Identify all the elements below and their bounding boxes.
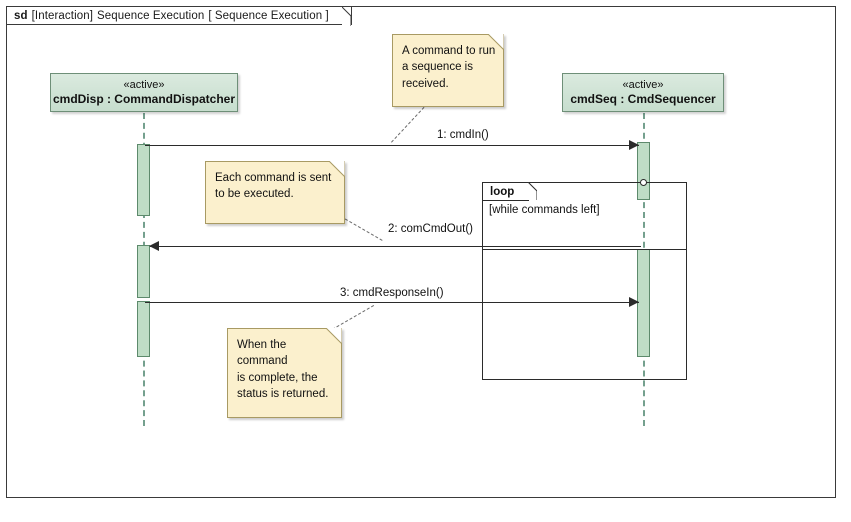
note-status-returned[interactable]: When the command is complete, the status… (227, 328, 342, 418)
activation-bar-cmdDisp-3[interactable] (137, 301, 150, 357)
activation-bar-cmdDisp-1[interactable] (137, 144, 150, 216)
fragment-operator-label: loop (490, 185, 515, 198)
note-fold-icon (326, 328, 342, 344)
lifeline-head-cmdSeq[interactable]: «active» cmdSeq : CmdSequencer (562, 73, 724, 112)
sd-interaction-type: [Interaction] (31, 9, 94, 22)
message-label-1: 1: cmdIn() (437, 129, 489, 141)
note-fold-icon (329, 161, 345, 177)
message-line-2[interactable] (150, 246, 641, 247)
sd-frame-tab: sd [Interaction] Sequence Execution [ Se… (6, 6, 352, 26)
activation-bar-cmdDisp-2[interactable] (137, 245, 150, 298)
fragment-body-divider (482, 249, 687, 250)
sd-frame-name: Sequence Execution (97, 9, 205, 22)
note-command-received[interactable]: A command to run a sequence is received. (392, 34, 504, 107)
message-arrowhead-3 (629, 297, 639, 307)
message-label-2: 2: comCmdOut() (388, 223, 473, 235)
sd-frame-bracket-name: [ Sequence Execution ] (208, 9, 329, 22)
message-arrowhead-1 (629, 140, 639, 150)
note-command-sent[interactable]: Each command is sent to be executed. (205, 161, 345, 224)
note-text-1: A command to run a sequence is received. (402, 45, 496, 90)
lifeline-label-cmdSeq: cmdSeq : CmdSequencer (570, 91, 716, 106)
lifeline-stereotype-cmdDisp: «active» (123, 78, 165, 91)
fragment-guard-condition: [while commands left] (489, 204, 600, 216)
lifeline-head-cmdDisp[interactable]: «active» cmdDisp : CommandDispatcher (50, 73, 238, 112)
lifeline-label-cmdDisp: cmdDisp : CommandDispatcher (52, 91, 236, 106)
sd-tab-corner-icon (341, 7, 351, 26)
fragment-tab-corner-icon (519, 182, 538, 201)
fragment-connection-point-icon (640, 179, 647, 186)
activation-bar-cmdSeq-1[interactable] (637, 142, 650, 200)
note-text-2: Each command is sent to be executed. (215, 172, 332, 201)
note-text-3: When the command is complete, the status… (237, 339, 329, 400)
combined-fragment-loop[interactable]: loop (482, 182, 687, 380)
sd-keyword: sd (14, 9, 28, 22)
message-arrowhead-2 (149, 241, 159, 251)
message-line-3[interactable] (145, 302, 639, 303)
message-line-1[interactable] (145, 145, 639, 146)
note-fold-icon (488, 34, 504, 50)
message-label-3: 3: cmdResponseIn() (340, 287, 444, 299)
fragment-operator-tab: loop (483, 182, 538, 201)
lifeline-stereotype-cmdSeq: «active» (622, 78, 664, 91)
